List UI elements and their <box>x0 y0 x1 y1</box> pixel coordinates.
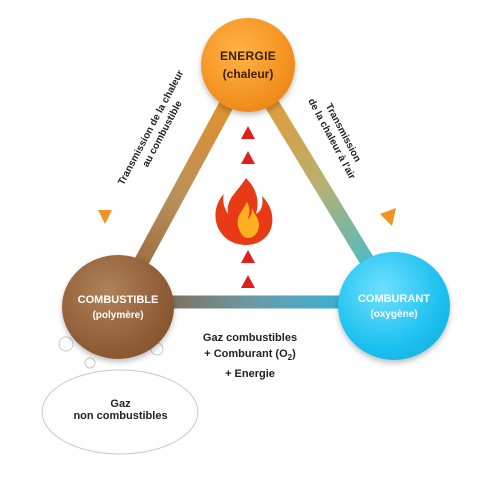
node-oxidizer: COMBURANT (oxygène) <box>338 252 450 360</box>
reaction-line2: + Comburant (O2) <box>180 346 320 366</box>
cloud-label: Gaz non combustibles <box>38 365 203 455</box>
cloud-line2: non combustibles <box>73 410 168 422</box>
energy-subtitle: (chaleur) <box>222 67 274 81</box>
fuel-title: COMBUSTIBLE <box>77 293 159 306</box>
up-arrow-icon <box>241 151 255 164</box>
cloud-line1: Gaz <box>110 398 131 410</box>
oxidizer-subtitle: (oxygène) <box>370 308 418 320</box>
reaction-line3: + Energie <box>225 368 275 381</box>
up-arrow-icon <box>241 275 255 288</box>
node-fuel: COMBUSTIBLE (polymère) <box>62 255 174 359</box>
node-energy: ENERGIE (chaleur) <box>201 18 295 112</box>
up-arrow-icon <box>241 126 255 139</box>
reaction-line2-prefix: + Comburant (O <box>204 348 288 360</box>
fuel-subtitle: (polymère) <box>92 309 144 321</box>
reaction-line1: Gaz combustibles <box>202 332 298 344</box>
reaction-text: Gaz combustibles + Comburant (O2) + Ener… <box>180 330 320 382</box>
cloud-shape <box>41 336 199 455</box>
up-arrow-icon <box>241 250 255 263</box>
energy-title: ENERGIE <box>219 49 277 63</box>
oxidizer-title: COMBURANT <box>357 292 431 305</box>
flame-icon <box>215 178 273 245</box>
arrow-right-icon <box>380 208 396 226</box>
arrow-left-icon <box>98 210 112 224</box>
reaction-line2-subscript: 2 <box>287 353 293 363</box>
reaction-line2-suffix: ) <box>292 348 296 360</box>
